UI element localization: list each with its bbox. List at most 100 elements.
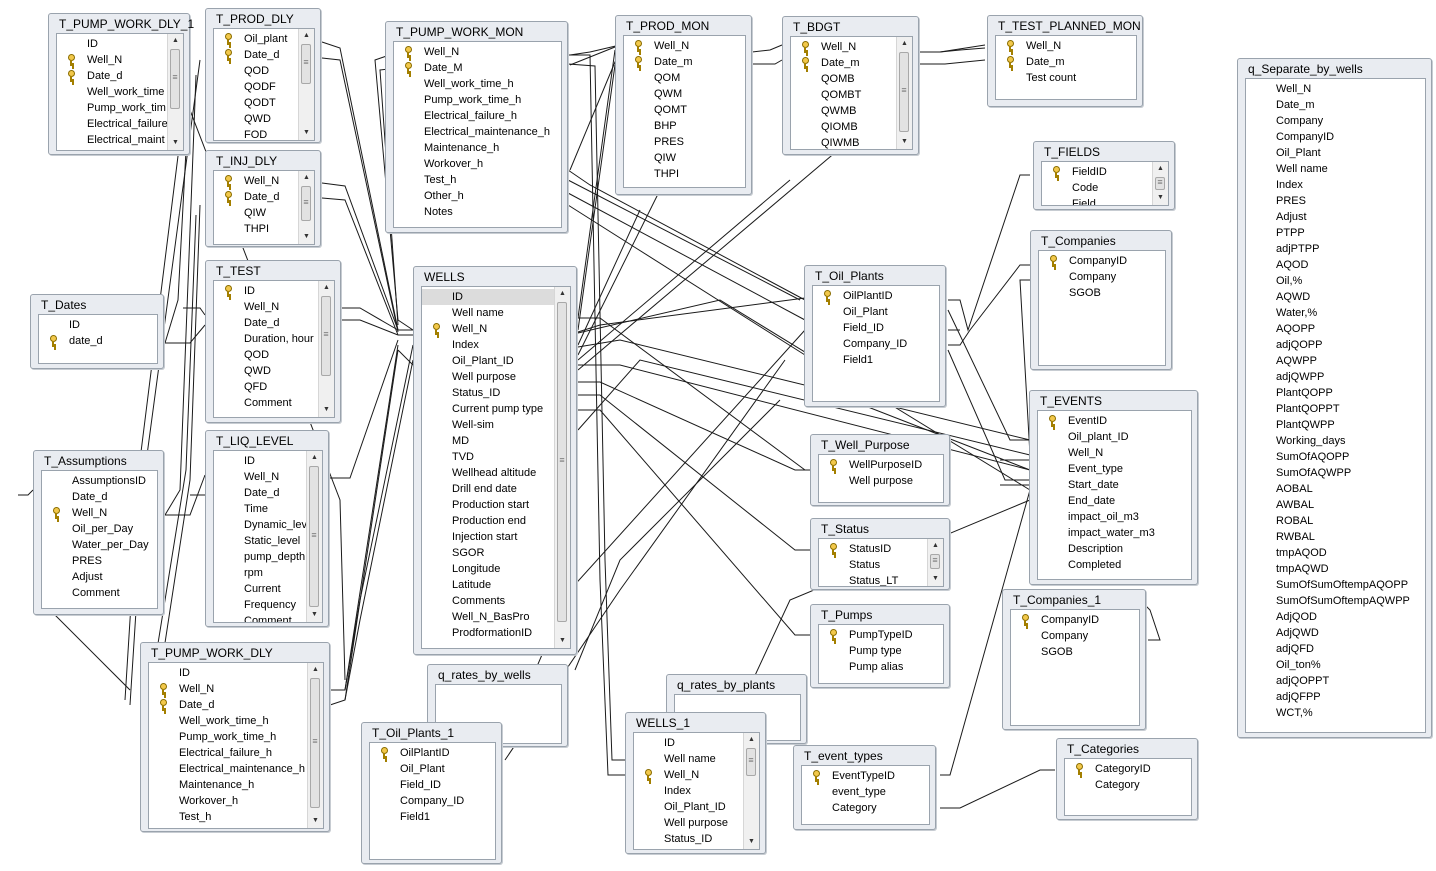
scroll-up-arrow-icon[interactable]: ▲ (172, 37, 179, 44)
scroll-down-arrow-icon[interactable]: ▼ (932, 575, 939, 582)
field-row[interactable]: rpm (214, 565, 307, 581)
field-row[interactable]: Pump_work_tim (57, 100, 168, 116)
scroll-up-arrow-icon[interactable]: ▲ (303, 32, 310, 39)
scroll-down-arrow-icon[interactable]: ▼ (312, 817, 319, 824)
field-row[interactable]: adjQOPPT (1246, 673, 1425, 689)
field-row[interactable]: impact_oil_m3 (1038, 509, 1191, 525)
field-row[interactable]: Current pump type (422, 401, 555, 417)
field-row[interactable]: Well_N (42, 505, 157, 521)
vertical-scrollbar[interactable]: ▲▼ (1152, 162, 1168, 205)
field-row[interactable]: Index (1246, 177, 1425, 193)
field-row[interactable]: Well_N (624, 38, 745, 54)
field-row[interactable]: Event_type (1038, 461, 1191, 477)
field-row[interactable]: QIOMB (791, 119, 897, 135)
field-row[interactable]: SGOR (422, 545, 555, 561)
field-row[interactable]: Comment (214, 395, 319, 411)
scroll-down-arrow-icon[interactable]: ▼ (303, 129, 310, 136)
field-row[interactable]: Electrical_maintenance_h (149, 761, 308, 777)
table-title[interactable]: T_Oil_Plants (815, 269, 884, 283)
table-title[interactable]: q_Separate_by_wells (1248, 62, 1363, 76)
field-row[interactable]: End_date (1038, 493, 1191, 509)
field-row[interactable]: Date_m (996, 54, 1136, 70)
field-row[interactable]: PumpTypeID (819, 627, 943, 643)
scroll-down-arrow-icon[interactable]: ▼ (172, 139, 179, 146)
field-row[interactable]: CompanyID (1039, 253, 1165, 269)
field-row[interactable]: FOD (214, 127, 299, 140)
field-row[interactable]: Working_days (1246, 433, 1425, 449)
field-row[interactable]: Date_d (214, 189, 299, 205)
field-row[interactable]: ID (214, 283, 319, 299)
field-row[interactable]: ID (214, 453, 307, 469)
field-row[interactable]: impact_water_m3 (1038, 525, 1191, 541)
field-row[interactable]: AWBAL (1246, 497, 1425, 513)
table-title[interactable]: T_Oil_Plants_1 (372, 726, 455, 740)
field-row[interactable]: CompanyID (1011, 612, 1139, 628)
field-row[interactable]: Production end (422, 513, 555, 529)
field-row[interactable]: Status_ID (634, 831, 744, 847)
scroll-down-arrow-icon[interactable]: ▼ (303, 233, 310, 240)
table-title[interactable]: T_INJ_DLY (216, 154, 278, 168)
vertical-scrollbar[interactable]: ▲▼ (306, 451, 322, 622)
field-row[interactable]: Date_d (57, 68, 168, 84)
field-row[interactable]: Oil_Plant (1246, 145, 1425, 161)
scroll-up-arrow-icon[interactable]: ▲ (312, 666, 319, 673)
field-row[interactable]: Well_work_time_h (149, 713, 308, 729)
field-row[interactable]: RWBAL (1246, 529, 1425, 545)
scroll-thumb[interactable] (746, 748, 756, 776)
field-row[interactable]: Oil_Plant (370, 761, 495, 777)
vertical-scrollbar[interactable]: ▲▼ (743, 733, 759, 849)
field-row[interactable]: Workover_h (394, 156, 561, 172)
table-title[interactable]: T_FIELDS (1044, 145, 1101, 159)
field-row[interactable]: Drill end date (422, 481, 555, 497)
field-row[interactable]: Company (1011, 628, 1139, 644)
field-row[interactable]: AQOD (1246, 257, 1425, 273)
vertical-scrollbar[interactable]: ▲▼ (554, 287, 570, 648)
scroll-thumb[interactable] (301, 44, 311, 84)
field-row[interactable]: Well purpose (634, 815, 744, 831)
field-row[interactable]: Duration, hour (214, 331, 319, 347)
field-row[interactable]: Field (1042, 196, 1153, 205)
scroll-thumb[interactable] (899, 52, 909, 132)
field-row[interactable]: Date_d (42, 489, 157, 505)
field-row[interactable]: ProdformationID (422, 625, 555, 641)
field-row[interactable]: QIW (624, 150, 745, 166)
field-row[interactable]: Well_N (214, 299, 319, 315)
field-row[interactable]: PlantQOPP (1246, 385, 1425, 401)
field-row[interactable]: Oil_Plant (813, 304, 939, 320)
field-row[interactable]: Status_ID (422, 385, 555, 401)
field-row[interactable]: Field_ID (370, 777, 495, 793)
field-row[interactable]: Water,% (1246, 305, 1425, 321)
field-row[interactable]: MD (422, 433, 555, 449)
field-row[interactable]: Date_M (394, 60, 561, 76)
field-row[interactable]: date_d (39, 333, 157, 349)
field-row[interactable]: Date_d (214, 315, 319, 331)
scroll-down-arrow-icon[interactable]: ▼ (901, 138, 908, 145)
field-row[interactable]: QOMB (791, 71, 897, 87)
field-row[interactable]: Date_d (149, 697, 308, 713)
field-row[interactable]: StatusID (819, 541, 928, 557)
field-row[interactable]: AssumptionsID (42, 473, 157, 489)
field-row[interactable]: PlantQWPP (1246, 417, 1425, 433)
field-row[interactable]: Well_N (422, 321, 555, 337)
field-row[interactable]: SGOB (1039, 285, 1165, 301)
vertical-scrollbar[interactable]: ▲▼ (298, 171, 314, 244)
scroll-up-arrow-icon[interactable]: ▲ (932, 542, 939, 549)
field-row[interactable]: Test_h (149, 809, 308, 825)
field-row[interactable]: PRES (42, 553, 157, 569)
field-row[interactable]: adjQFD (1246, 641, 1425, 657)
field-row[interactable]: Oil,% (1246, 273, 1425, 289)
field-row[interactable]: Maintenance_h (149, 777, 308, 793)
field-row[interactable]: QWMB (791, 103, 897, 119)
